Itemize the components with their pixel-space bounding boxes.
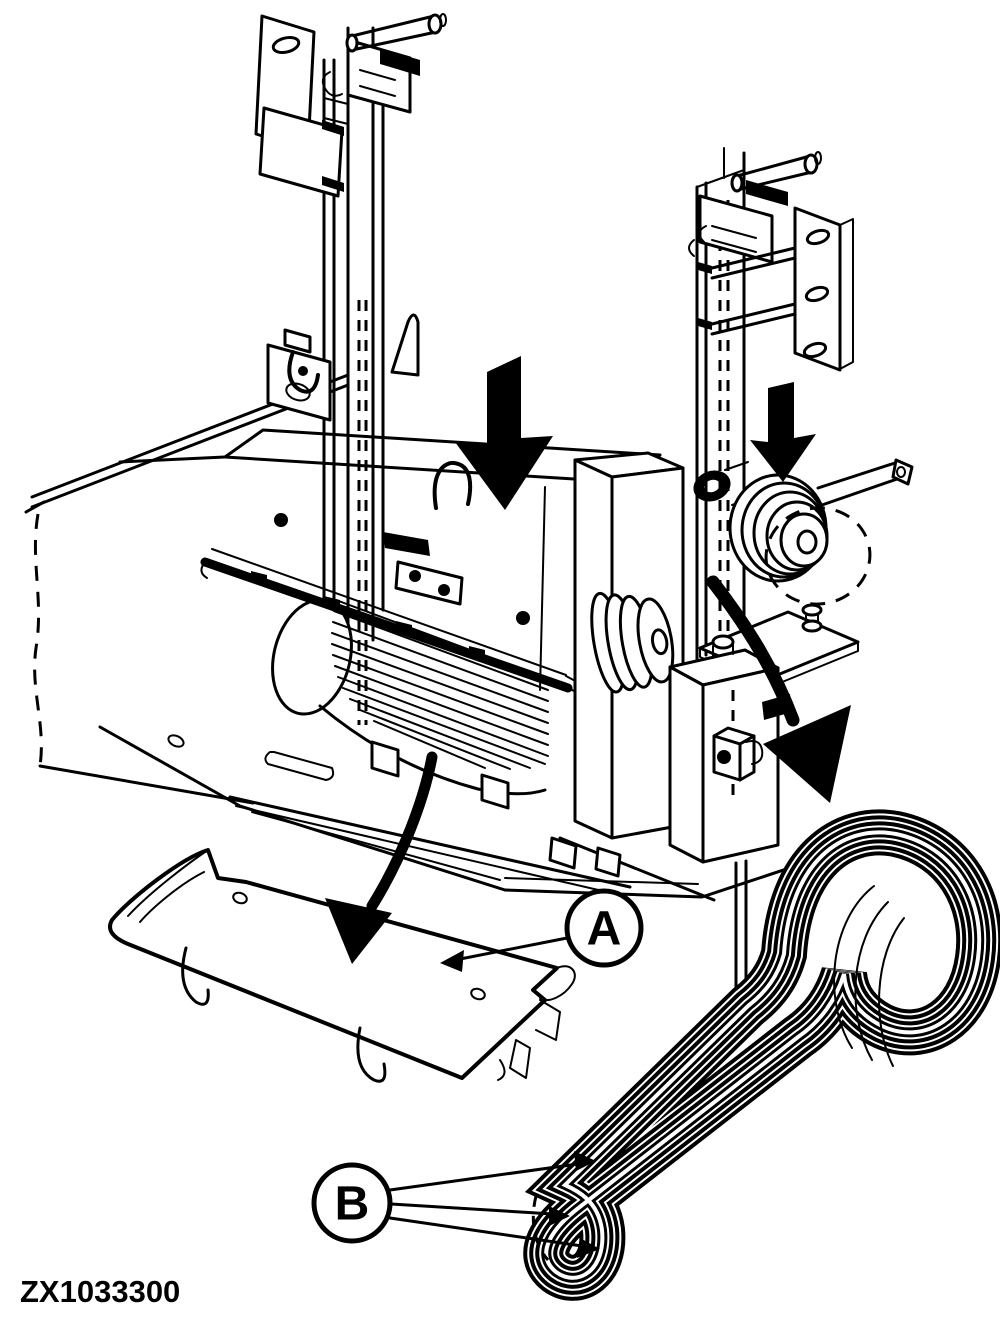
leader-arrow-icon — [577, 1238, 600, 1258]
pin-bracket-right — [698, 194, 774, 264]
leader-arrow-icon — [440, 950, 464, 972]
u-clip — [432, 460, 473, 510]
strap-clamp — [394, 560, 464, 606]
support-box — [668, 634, 792, 1004]
belt-shield — [108, 848, 576, 1083]
threaded-rod-hidden — [357, 300, 368, 725]
callout-b-circle — [311, 1162, 393, 1244]
mount-pin-right — [735, 154, 814, 192]
curved-arrow-to-shield-icon — [325, 751, 438, 964]
shield-hook — [181, 946, 210, 1006]
callout-b-label: B — [335, 1178, 370, 1231]
gusset — [390, 313, 420, 377]
tensioner-wheel — [728, 458, 914, 606]
callout-a-label: A — [587, 903, 622, 956]
clamp-bracket — [266, 343, 332, 422]
callout-a-circle — [564, 888, 644, 968]
mount-post-right — [688, 147, 854, 662]
motor-fins — [331, 599, 549, 770]
mount-pin — [350, 14, 438, 52]
motor-foot — [370, 740, 400, 778]
callout-a: A — [440, 888, 644, 972]
shield-hook — [356, 1026, 387, 1083]
leader-arrow-icon — [549, 1206, 570, 1226]
down-arrow-icon — [455, 356, 553, 510]
drive-belt — [533, 832, 979, 1277]
wheel-alt-position — [764, 506, 872, 606]
leader-arrow-icon — [574, 1151, 596, 1171]
threaded-rod-hidden-right — [718, 200, 730, 645]
curved-arrow-right-icon — [706, 575, 851, 803]
idler-roller — [693, 461, 753, 506]
motor-assembly — [200, 548, 593, 810]
vent-shading — [383, 532, 430, 556]
figure-code: ZX1033300 — [20, 1274, 180, 1309]
down-arrow-icon — [750, 382, 816, 482]
belt-twist-lines — [833, 885, 905, 1067]
flag-bracket-lower — [258, 106, 344, 198]
mount-post-left — [254, 13, 447, 725]
drive-pulley — [590, 591, 675, 694]
motor-foot — [480, 773, 510, 810]
callout-b: B — [311, 1151, 600, 1258]
